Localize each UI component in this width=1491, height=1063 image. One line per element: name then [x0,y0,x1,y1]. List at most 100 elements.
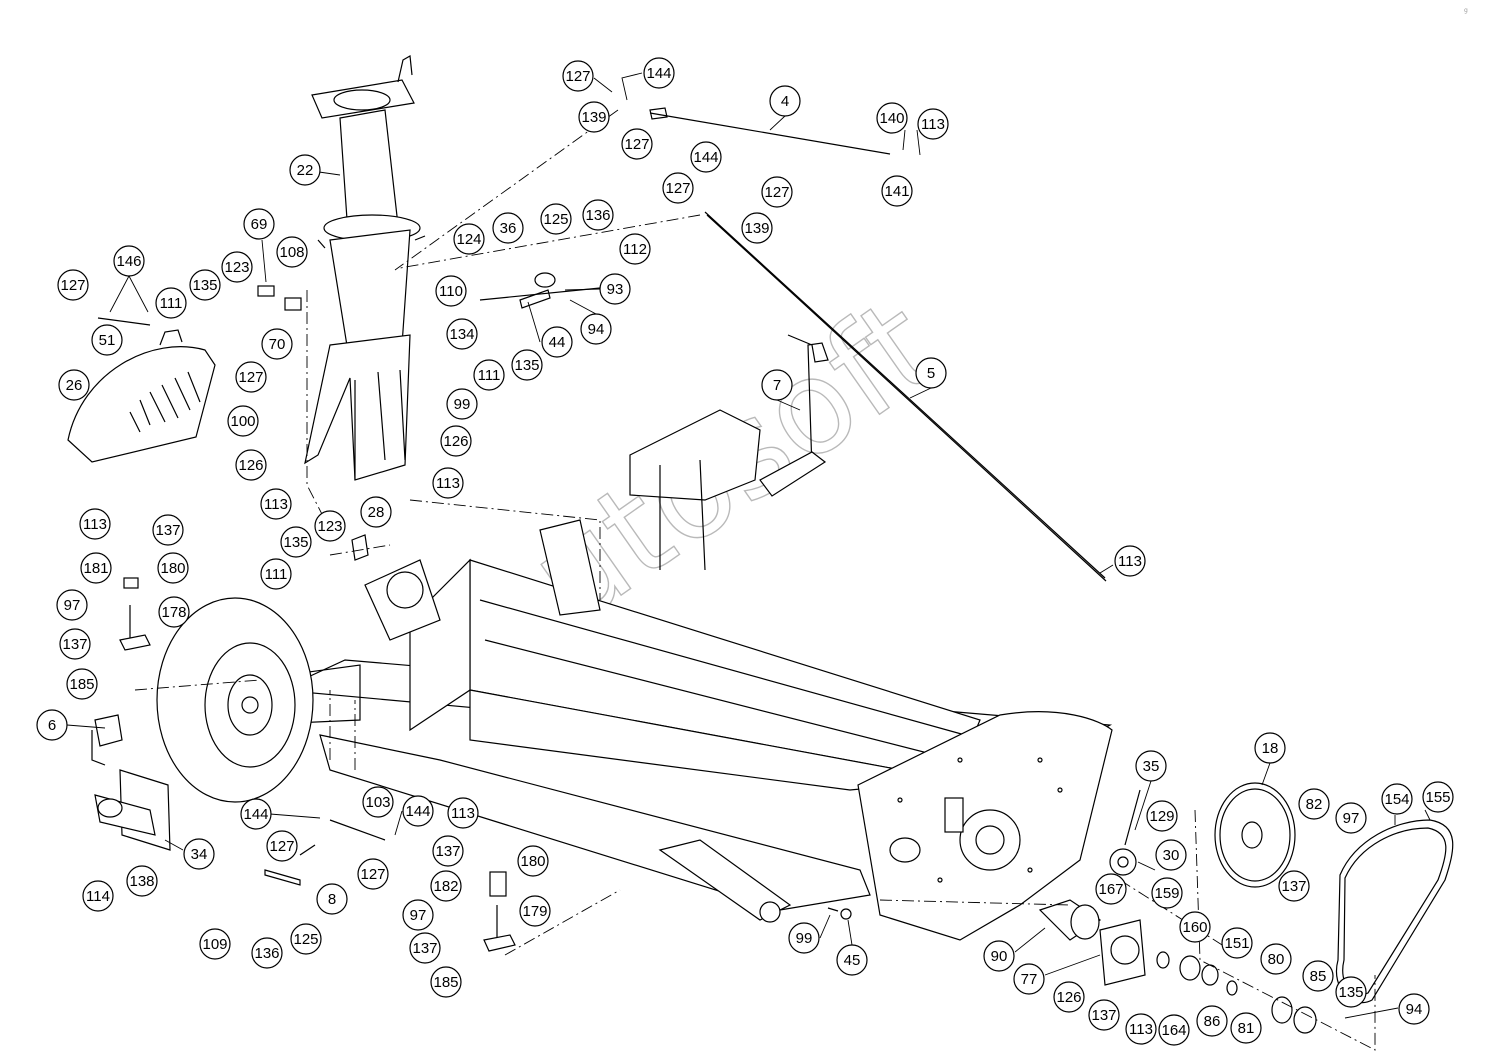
callout-circle [240,798,272,830]
callout-127: 127 [357,858,389,890]
callout-144: 144 [690,141,722,173]
callout-circle [690,141,722,173]
rod-4 [649,112,891,155]
washer-45 [840,908,852,920]
callout-circle [1335,802,1367,834]
callout-160: 160 [1179,911,1211,943]
callout-number: 137 [155,522,180,539]
callout-110: 110 [435,275,467,307]
callout-circle [199,928,231,960]
callout-circle [1146,800,1178,832]
callout-number: 26 [66,377,83,394]
callout-137: 137 [1088,999,1120,1031]
callout-circle [316,883,348,915]
callout-circle [562,60,594,92]
callout-circle [91,324,123,356]
callout-140: 140 [876,102,908,134]
callout-number: 7 [773,377,781,394]
callout-circle [57,269,89,301]
callout-circle [1221,927,1253,959]
callout-127: 127 [761,176,793,208]
callout-number: 180 [520,853,545,870]
callout-circle [402,899,434,931]
callout-113: 113 [917,108,949,140]
callout-circle [511,349,543,381]
callout-number: 127 [565,68,590,85]
callout-137: 137 [152,514,184,546]
callout-180: 180 [517,845,549,877]
roller-36 [534,272,556,288]
callout-circle [152,514,184,546]
callout-146: 146 [113,245,145,277]
callout-number: 94 [588,321,605,338]
deflector-hood [67,317,216,463]
callout-number: 100 [230,413,255,430]
callout-number: 137 [62,636,87,653]
callout-number: 22 [297,162,314,179]
callout-circle [582,199,614,231]
callout-93: 93 [599,273,631,305]
sprocket-30 [1109,848,1137,876]
callout-circle [761,176,793,208]
callout-number: 144 [693,149,718,166]
wheel-assembly [156,597,314,803]
callout-80: 80 [1260,943,1292,975]
callout-28: 28 [360,496,392,528]
callout-number: 127 [360,866,385,883]
callout-number: 123 [317,518,342,535]
callout-number: 139 [744,220,769,237]
callout-number: 137 [435,843,460,860]
callout-number: 179 [522,903,547,920]
callout-number: 155 [1425,789,1450,806]
callout-number: 137 [1281,878,1306,895]
callout-number: 5 [927,365,935,382]
callout-circle [183,838,215,870]
callout-number: 139 [581,109,606,126]
callout-135: 135 [280,526,312,558]
callout-number: 8 [328,891,336,908]
callout-circle [578,101,610,133]
callout-number: 125 [293,931,318,948]
callout-4: 4 [769,85,801,117]
callout-circle [643,57,675,89]
callout-circle [876,102,908,134]
callout-139: 139 [741,212,773,244]
callout-129: 129 [1146,800,1178,832]
callout-85: 85 [1302,960,1334,992]
callout-number: 127 [624,136,649,153]
callout-90: 90 [983,940,1015,972]
callout-circle [430,870,462,902]
callout-number: 90 [991,948,1008,965]
callout-164: 164 [1158,1014,1190,1046]
callout-number: 127 [60,277,85,294]
callout-151: 151 [1221,927,1253,959]
callout-circle [619,233,651,265]
callout-circle [1381,783,1413,815]
callout-number: 144 [243,806,268,823]
callout-number: 126 [1056,989,1081,1006]
callout-number: 136 [585,207,610,224]
callout-number: 36 [500,220,517,237]
callout-circle [59,628,91,660]
callout-circle [836,944,868,976]
callout-number: 108 [279,244,304,261]
callout-circle [58,369,90,401]
callout-113: 113 [447,797,479,829]
callout-circle [915,357,947,389]
callout-circle [266,830,298,862]
callout-circle [409,932,441,964]
callout-circle [473,359,505,391]
drive-tube [658,839,792,921]
callout-circle [289,154,321,186]
callout-137: 137 [432,835,464,867]
callout-number: 144 [646,65,671,82]
callout-141: 141 [881,175,913,207]
callout-137: 137 [59,628,91,660]
callout-circle [1260,943,1292,975]
main-frame [249,409,1113,911]
callout-185: 185 [430,966,462,998]
parts-artwork [67,55,1454,1034]
callout-7: 7 [761,369,793,401]
callout-number: 124 [456,231,481,248]
